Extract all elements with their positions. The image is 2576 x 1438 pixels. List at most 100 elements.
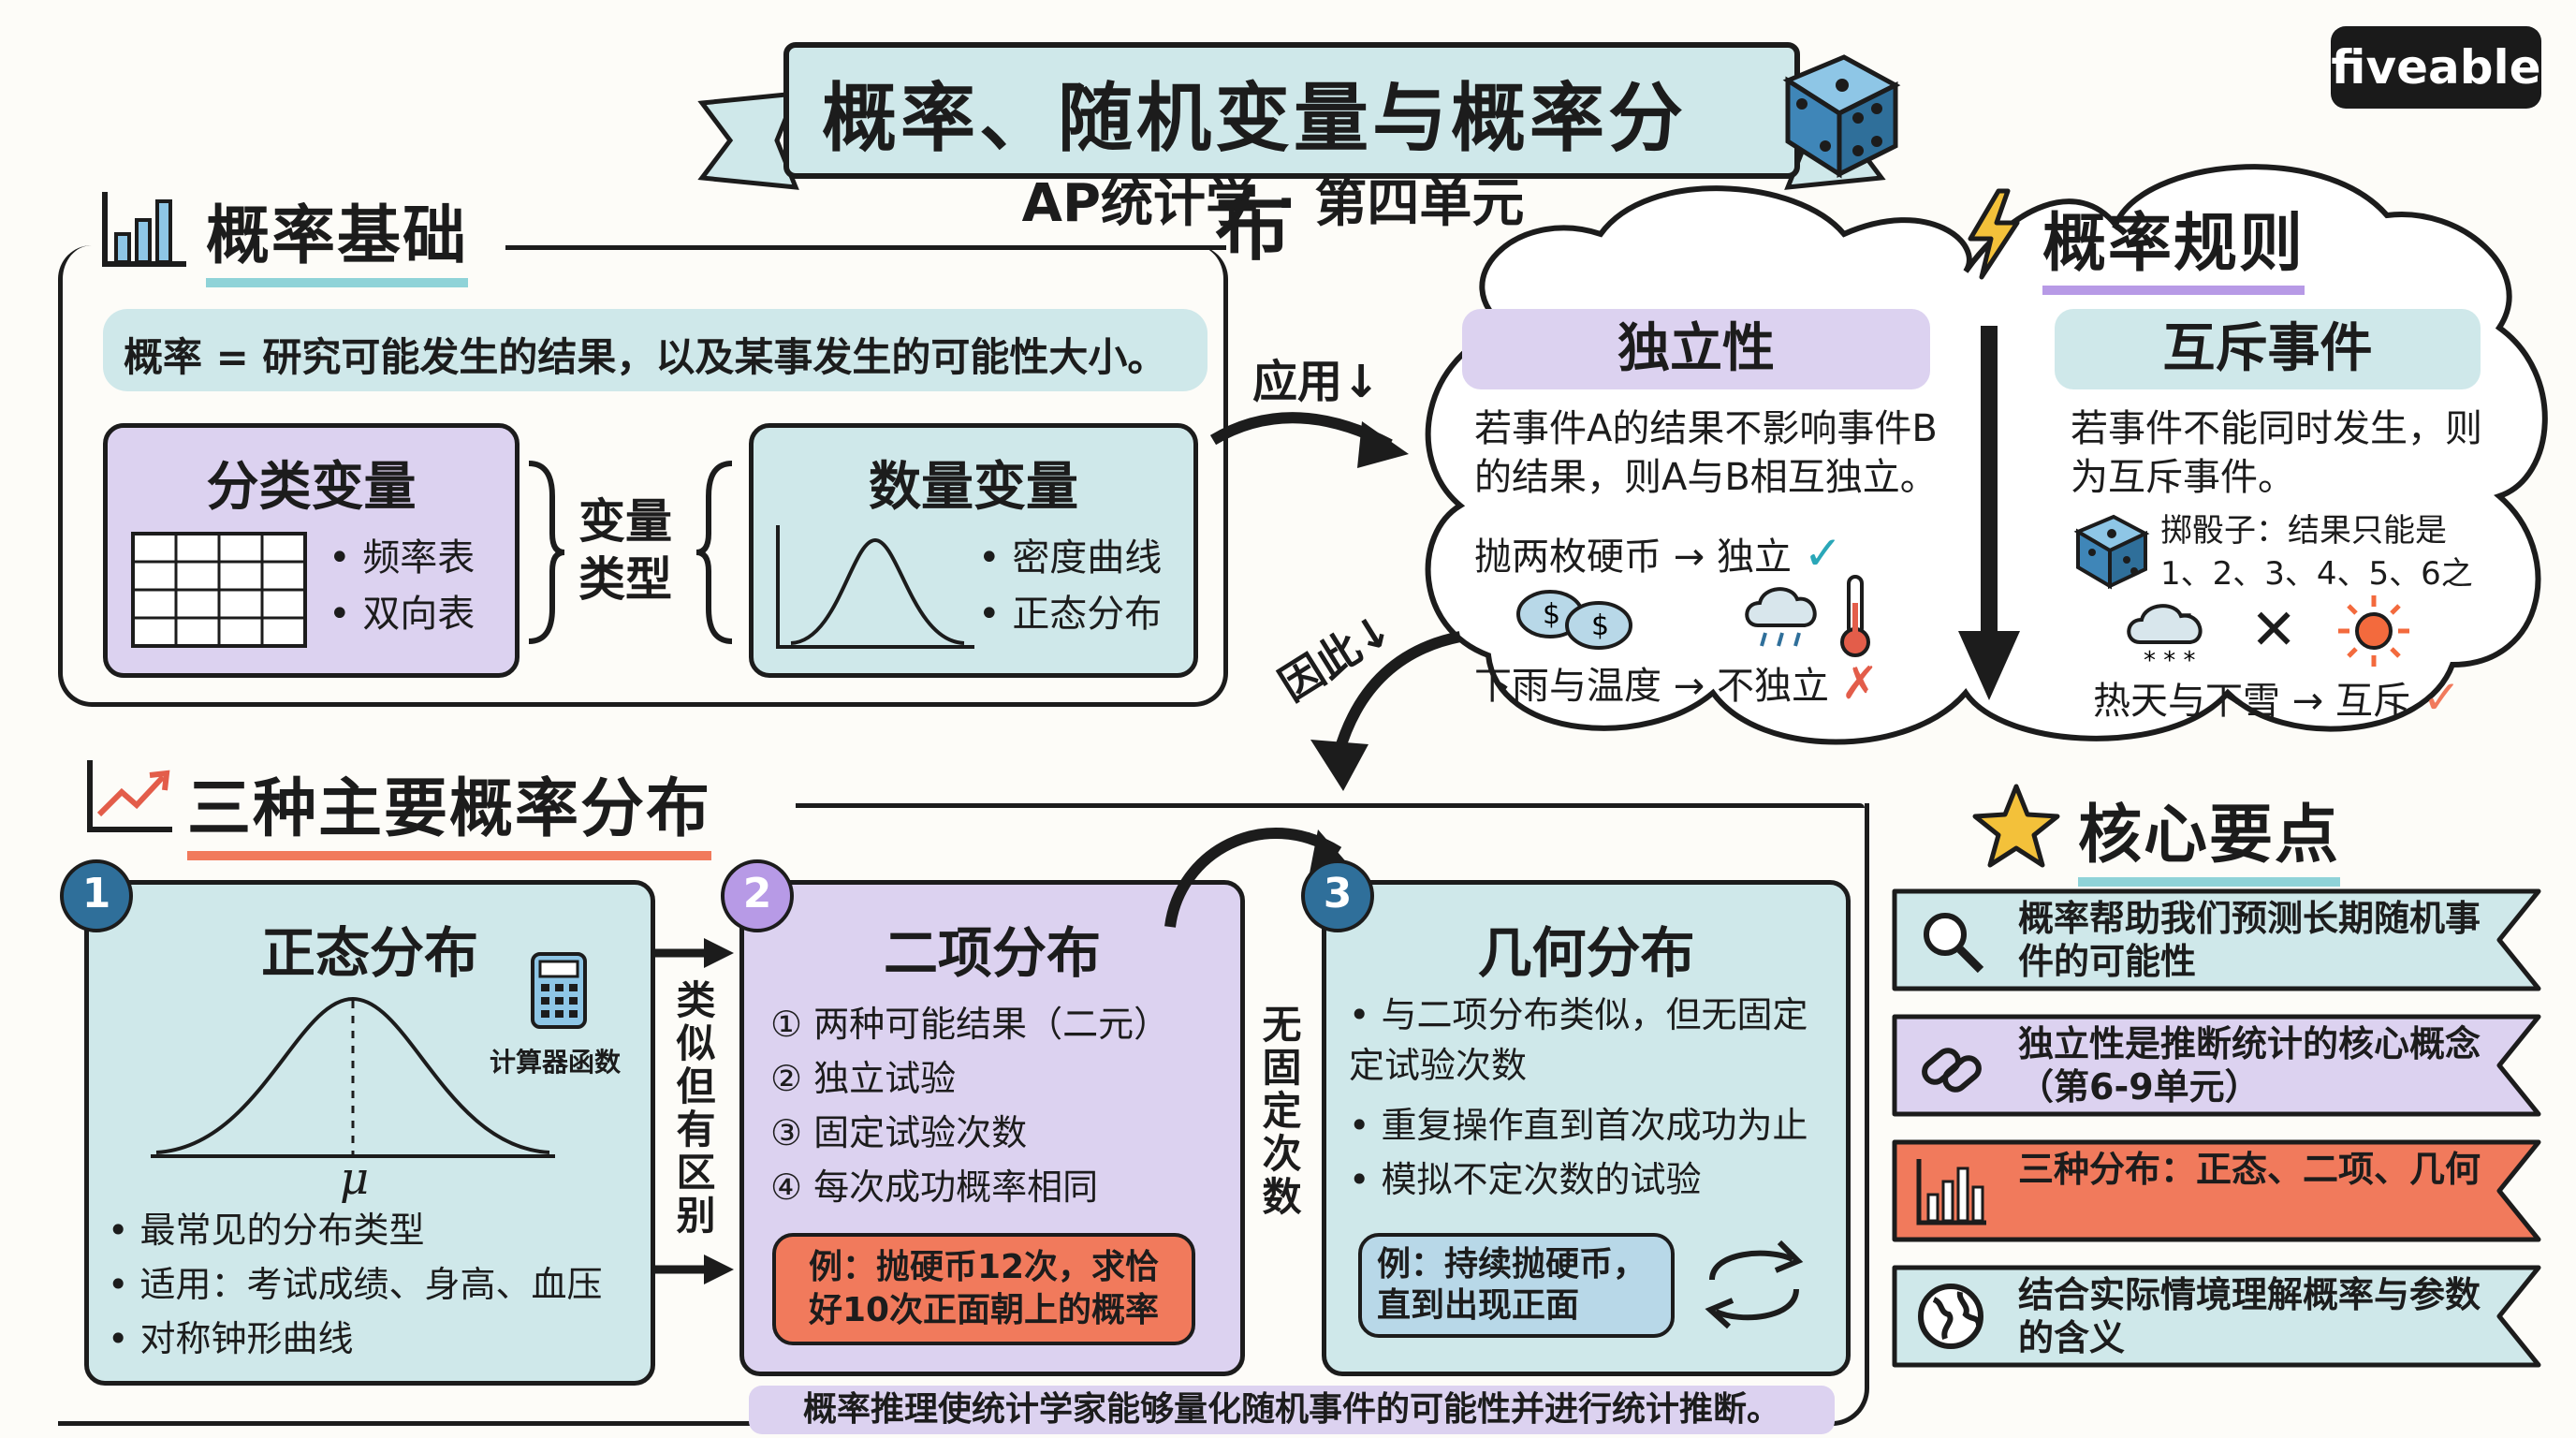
categorical-title: 分类变量 xyxy=(206,457,417,518)
versus-x-icon: ✕ xyxy=(2250,597,2298,663)
geometric-example: 例：持续抛硬币，直到出现正面 xyxy=(1358,1233,1675,1338)
page-title: 概率、随机变量与概率分布 xyxy=(822,75,1687,271)
key-point-text: 独立性是推断统计的核心概念（第6-9单元） xyxy=(2018,1023,2481,1108)
key-point-ribbon xyxy=(1892,1014,2541,1117)
bar-chart-icon xyxy=(102,192,186,267)
arrow-to-binomial-2 xyxy=(655,1255,734,1284)
dice-icon xyxy=(1782,54,1901,179)
independence-title: 独立性 xyxy=(1617,318,1775,379)
variable-types-label: 变量类型 xyxy=(578,494,672,607)
quantitative-variable-box: 数量变量 密度曲线 正态分布 xyxy=(749,423,1198,678)
categorical-item-frequency: 频率表 xyxy=(329,531,475,585)
binomial-example: 例：抛硬币12次，求恰好10次正面朝上的概率 xyxy=(772,1233,1195,1345)
key-point-text: 三种分布：正态、二项、几何 xyxy=(2018,1149,2481,1190)
chain-link-icon xyxy=(1922,1048,1982,1093)
key-point-item: 结合实际情境理解概率与参数的含义 xyxy=(1891,1264,2542,1369)
geometric-item-3: 模拟不定次数的试验 xyxy=(1349,1152,1702,1207)
small-dice-icon xyxy=(2073,514,2150,590)
geometric-distribution-card: 几何分布 与二项分布类似，但无固定定试验次数 重复操作直到首次成功为止 模拟不定… xyxy=(1322,880,1851,1376)
svg-text:$: $ xyxy=(1543,598,1560,631)
normal-distribution-card: 正态分布 计算器函数 μ 最常见的分布类型 适用：考试成绩、身高、血压 对称钟形… xyxy=(84,880,655,1386)
apply-arrow xyxy=(1209,412,1409,468)
normal-badge: 1 xyxy=(60,859,133,932)
lightning-icon xyxy=(1968,188,2020,280)
key-points-title: 核心要点 xyxy=(2078,783,2341,887)
binomial-item-3: ③ 固定试验次数 xyxy=(770,1112,1028,1153)
binomial-item-4: ④ 每次成功概率相同 xyxy=(770,1167,1099,1208)
basics-title: 概率基础 xyxy=(206,183,469,287)
distributions-panel-top xyxy=(796,803,1865,808)
categorical-item-twoway: 双向表 xyxy=(329,587,475,641)
calculator-icon xyxy=(531,952,587,1029)
page-subtitle: AP统计学 · 第四单元 xyxy=(1021,173,1525,234)
table-icon xyxy=(131,532,307,648)
mu-label: μ xyxy=(340,1152,370,1205)
independence-desc: 若事件A的结果不影响事件B的结果，则A与B相互独立。 xyxy=(1474,407,1938,499)
normal-item-3: 对称钟形曲线 xyxy=(108,1312,354,1366)
binomial-item-1: ① 两种可能结果（二元） xyxy=(770,1004,1170,1045)
basics-panel xyxy=(58,245,1228,707)
star-icon xyxy=(1972,784,2060,868)
independence-title-box: 独立性 xyxy=(1462,309,1930,389)
distributions-footer: 概率推理使统计学家能够量化随机事件的可能性并进行统计推断。 xyxy=(749,1386,1835,1434)
cross-icon: ✗ xyxy=(1840,657,1879,710)
brace-right xyxy=(695,461,733,644)
quantitative-title: 数量变量 xyxy=(869,457,1078,518)
svg-text:$: $ xyxy=(1591,609,1609,642)
basics-panel-top xyxy=(505,245,1226,250)
exclusive-example: 热天与下雪 → 互斥 ✓ xyxy=(2093,670,2462,725)
check-icon-coral: ✓ xyxy=(2422,670,2462,725)
binomial-item-2: ② 独立试验 xyxy=(770,1058,957,1099)
normal-title: 正态分布 xyxy=(260,921,478,985)
bar-chart-icon xyxy=(1916,1159,1986,1225)
coins-icon: $ $ xyxy=(1516,590,1632,650)
quantitative-item-normal: 正态分布 xyxy=(978,587,1162,641)
density-curve-icon xyxy=(776,525,974,649)
geometric-badge: 3 xyxy=(1301,859,1374,932)
therefore-arrow xyxy=(1310,631,1462,791)
key-point-text: 结合实际情境理解概率与参数的含义 xyxy=(2018,1274,2481,1358)
normal-item-2: 适用：考试成绩、身高、血压 xyxy=(108,1257,603,1312)
exclusive-title: 互斥事件 xyxy=(2162,318,2373,379)
binomial-distribution-card: 二项分布 ① 两种可能结果（二元） ② 独立试验 ③ 固定试验次数 ④ 每次成功… xyxy=(739,880,1245,1376)
distributions-title: 三种主要概率分布 xyxy=(187,756,712,860)
key-point-ribbon xyxy=(1892,1139,2541,1242)
check-icon: ✓ xyxy=(1803,526,1843,580)
rules-divider-arrow xyxy=(1958,326,2020,700)
sun-icon xyxy=(2338,595,2409,667)
magnifier-icon xyxy=(1924,913,1984,974)
brace-left xyxy=(528,461,565,644)
brand-logo: fiveable xyxy=(2331,26,2541,109)
exclusive-title-box: 互斥事件 xyxy=(2055,309,2481,389)
apply-label: 应用↓ xyxy=(1252,356,1381,408)
no-fixed-count-label: 无固定次数 xyxy=(1256,1004,1302,1219)
key-point-text: 概率帮助我们预测长期随机事件的可能性 xyxy=(2018,898,2481,982)
binomial-badge: 2 xyxy=(721,859,794,932)
globe-icon xyxy=(1918,1284,1983,1349)
key-point-item: 独立性是推断统计的核心概念（第6-9单元） xyxy=(1891,1013,2542,1118)
snow-cloud-icon: * * * xyxy=(2127,604,2203,674)
key-point-item: 概率帮助我们预测长期随机事件的可能性 xyxy=(1891,888,2542,992)
independence-example-rain: 下雨与温度 → 不独立 ✗ xyxy=(1474,657,1879,710)
geometric-item-1: 与二项分布类似，但无固定定试验次数 xyxy=(1349,990,1826,1091)
geometric-title: 几何分布 xyxy=(1477,921,1695,985)
exclusive-desc: 若事件不能同时发生，则为互斥事件。 xyxy=(2071,407,2482,499)
arrow-to-binomial-1 xyxy=(655,938,734,968)
probability-definition: 概率 = 研究可能发生的结果，以及某事发生的可能性大小。 xyxy=(103,309,1208,391)
calculator-function-label: 计算器函数 xyxy=(490,1047,622,1078)
quantitative-item-density: 密度曲线 xyxy=(978,531,1162,585)
categorical-variable-box: 分类变量 频率表 双向表 xyxy=(103,423,520,678)
similar-but-different-label: 类似但有区别 xyxy=(670,979,716,1238)
exclusive-die-text: 掷骰子：结果只能是1、2、3、4、5、6之一 xyxy=(2160,512,2473,636)
repeat-icon xyxy=(1705,1240,1804,1329)
rain-cloud-icon xyxy=(1745,587,1817,647)
geometric-item-2: 重复操作直到首次成功为止 xyxy=(1349,1098,1808,1152)
independence-example-coins: 抛两枚硬币 → 独立 ✓ xyxy=(1474,526,1843,580)
bell-curve xyxy=(151,996,555,1158)
key-point-ribbon xyxy=(1892,888,2541,991)
rules-title: 概率规则 xyxy=(2042,191,2305,295)
normal-item-1: 最常见的分布类型 xyxy=(108,1203,425,1257)
svg-text:* * *: * * * xyxy=(2144,647,2196,674)
key-point-item: 三种分布：正态、二项、几何 xyxy=(1891,1138,2542,1243)
binomial-title: 二项分布 xyxy=(883,921,1101,985)
